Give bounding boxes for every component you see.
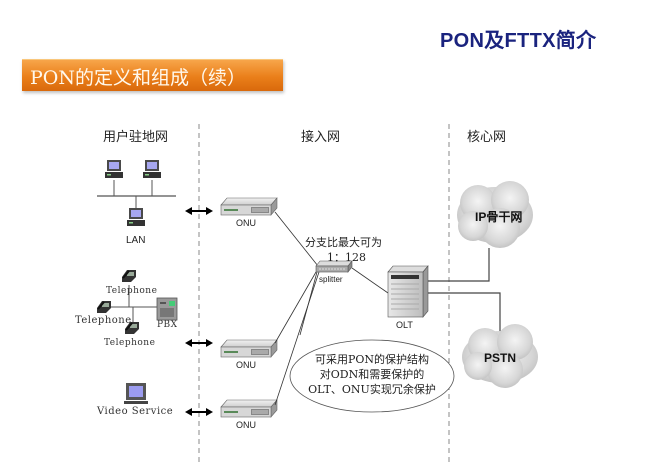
zone-label-access-network: 接入网 xyxy=(301,130,341,145)
telephone-icon xyxy=(96,300,112,314)
pbx-icon xyxy=(156,297,178,321)
fiber-line xyxy=(274,211,319,267)
pstn-label: PSTN xyxy=(484,351,517,365)
core-link-ip xyxy=(428,248,490,282)
telephone-label: Telephone xyxy=(106,286,158,296)
page-title: PON及FTTX简介 xyxy=(440,30,597,52)
ip-backbone-cloud-icon xyxy=(457,181,533,248)
splitter-icon xyxy=(315,260,353,273)
zone-label-customer-premises: 用户驻地网 xyxy=(103,130,169,145)
pbx-label: PBX xyxy=(157,320,178,330)
onu-label: ONU xyxy=(236,218,256,228)
telephone-icon xyxy=(121,269,137,283)
telephone-label: Telephone xyxy=(75,315,132,326)
split-ratio-label: 分支比最大可为 xyxy=(305,236,382,249)
onu-label: ONU xyxy=(236,420,256,430)
telephone-label: Telephone xyxy=(104,338,156,348)
fiber-line xyxy=(299,271,318,336)
olt-server-icon xyxy=(387,265,429,318)
lan-label: LAN xyxy=(126,235,146,246)
protection-note-line: 可采用PON的保护结构 xyxy=(314,353,430,366)
lan-network xyxy=(97,160,176,226)
protection-note-line: 对ODN和需要保护的 xyxy=(319,368,425,381)
core-link-pstn xyxy=(428,292,501,334)
lan-pc-icon xyxy=(127,208,145,226)
onu-device-icon xyxy=(220,399,278,418)
splitter-label: splitter xyxy=(319,275,343,284)
pstn-cloud-icon xyxy=(462,324,538,388)
section-banner-title: PON的定义和组成（续） xyxy=(30,67,246,89)
protection-note-ellipse xyxy=(289,339,455,413)
video-pc-icon xyxy=(124,383,148,404)
protection-note-line: OLT、ONU实现冗余保护 xyxy=(308,383,436,396)
section-banner: PON的定义和组成（续） xyxy=(22,59,283,91)
onu-label: ONU xyxy=(236,360,256,370)
protection-note: 可采用PON的保护结构 对ODN和需要保护的 OLT、ONU实现冗余保护 xyxy=(292,352,452,397)
lan-pc-icon xyxy=(143,160,161,178)
video-service-label: Video Service xyxy=(97,406,174,417)
zone-label-core-network: 核心网 xyxy=(467,130,507,145)
ip-backbone-label: IP骨干网 xyxy=(475,210,523,224)
telephone-network xyxy=(96,269,178,335)
onu-device-icon xyxy=(220,339,278,358)
split-ratio-value: 1：128 xyxy=(327,251,366,264)
fiber-line xyxy=(274,271,317,344)
olt-label: OLT xyxy=(396,320,413,330)
fiber-line xyxy=(351,267,389,294)
fiber-line xyxy=(274,271,320,406)
lan-pc-icon xyxy=(105,160,123,178)
onu-device-icon xyxy=(220,197,278,216)
